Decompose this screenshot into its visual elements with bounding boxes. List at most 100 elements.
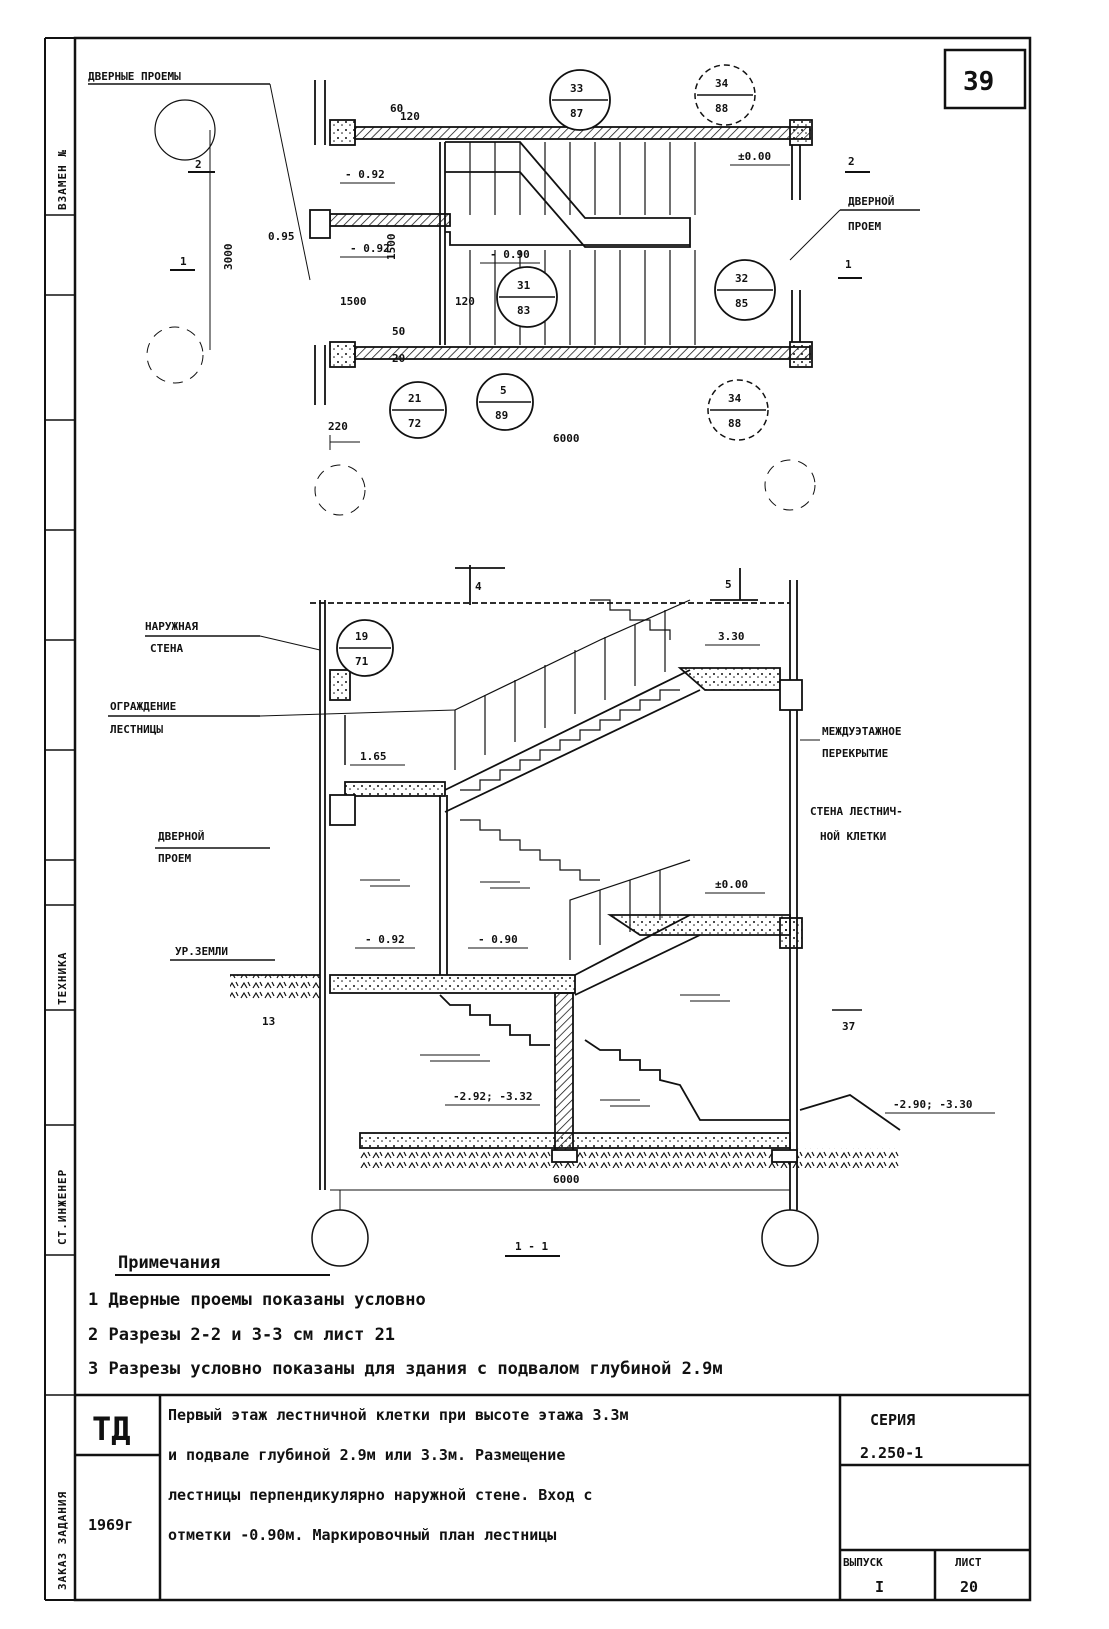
- plan-dim-220: 220: [328, 420, 348, 433]
- plan-callout-34-88-top: 34 88: [694, 64, 756, 126]
- issue-value: I: [875, 1578, 884, 1596]
- plan-section-1-right: 1: [845, 258, 852, 271]
- label-floor-slab-2: ПЕРЕКРЫТИЕ: [822, 747, 888, 760]
- label-railing-1: ОГРАЖДЕНИЕ: [110, 700, 176, 713]
- sheet-number-box: [943, 48, 1027, 110]
- plan-dim-120b: 120: [455, 295, 475, 308]
- svg-text:19: 19: [355, 630, 368, 643]
- plan-label-door-right-2: ПРОЕМ: [848, 220, 881, 233]
- section-axis-5: 5: [725, 578, 732, 591]
- section-axis-circle-right: [761, 1209, 819, 1267]
- plan-callout-32-85: 32 85: [714, 259, 776, 321]
- label-outer-wall-2: СТЕНА: [150, 642, 183, 655]
- title-org: ТД: [92, 1410, 131, 1448]
- plan-axis-circle-top-left: [154, 99, 216, 161]
- svg-text:31: 31: [517, 279, 531, 292]
- plan-dim-3000: 3000: [222, 244, 235, 271]
- svg-text:89: 89: [495, 409, 508, 422]
- plan-treads: [469, 142, 696, 345]
- section-railings: [454, 599, 691, 960]
- plan-axis-circle-bottom-right: [764, 459, 816, 511]
- label-stair-wall-2: НОЙ КЛЕТКИ: [820, 830, 886, 843]
- title-line-1: Первый этаж лестничной клетки при высоте…: [168, 1406, 629, 1424]
- plan-level-095: 0.95: [268, 230, 295, 243]
- plan-dim-60: 60: [390, 102, 403, 115]
- sheet-value: 20: [960, 1578, 978, 1596]
- note-2: 2 Разрезы 2-2 и 3-3 см лист 21: [88, 1325, 395, 1345]
- section-level-165: 1.65: [360, 750, 387, 763]
- section-level-basement: -2.92; -3.32: [453, 1090, 532, 1103]
- label-stair-wall-1: СТЕНА ЛЕСТНИЧ-: [810, 805, 903, 818]
- svg-text:87: 87: [570, 107, 583, 120]
- label-door-1: ДВЕРНОЙ: [158, 830, 204, 843]
- series-label: СЕРИЯ: [870, 1411, 915, 1429]
- side-strip-dividers: [45, 214, 75, 1396]
- title-year: 1969г: [88, 1516, 133, 1534]
- title-line-2: и подвале глубиной 2.9м или 3.3м. Размещ…: [168, 1446, 565, 1464]
- section-level-000: ±0.00: [715, 878, 748, 891]
- plan-callout-21-72: 21 72: [389, 381, 447, 439]
- section-title: 1 - 1: [515, 1240, 548, 1253]
- section-level-outside: -2.90; -3.30: [893, 1098, 972, 1111]
- plan-section-1-left: 1: [180, 255, 187, 268]
- svg-text:5: 5: [500, 384, 507, 397]
- plan-callout-31-83: 31 83: [496, 266, 558, 328]
- svg-text:85: 85: [735, 297, 748, 310]
- svg-text:33: 33: [570, 82, 583, 95]
- note-3: 3 Разрезы условно показаны для здания с …: [88, 1359, 723, 1379]
- plan-level-000: ±0.00: [738, 150, 771, 163]
- svg-text:88: 88: [728, 417, 741, 430]
- side-label-lower: ЗАКАЗ ЗАДАНИЯ: [56, 1491, 69, 1590]
- section-mark-13: 13: [262, 1015, 275, 1028]
- sheet-label: ЛИСТ: [955, 1556, 982, 1569]
- section-axis-circle-left: [311, 1209, 369, 1267]
- sheet-frame: [73, 36, 1032, 1602]
- section-level-090: - 0.90: [478, 933, 518, 946]
- label-door-2: ПРОЕМ: [158, 852, 191, 865]
- section-dim-6000: 6000: [553, 1173, 580, 1186]
- svg-text:34: 34: [728, 392, 742, 405]
- svg-text:34: 34: [715, 77, 729, 90]
- label-railing-2: ЛЕСТНИЦЫ: [110, 723, 163, 736]
- side-label-engineer: СТ.ИНЖЕНЕР: [56, 1169, 69, 1245]
- plan-dim-1500: 1500: [385, 234, 398, 261]
- section-level-330: 3.30: [718, 630, 745, 643]
- plan-level-092-top: - 0.92: [345, 168, 385, 181]
- plan-section-2-left: 2: [195, 158, 202, 171]
- side-label-technician: ТЕХНИКА: [56, 952, 69, 1005]
- label-floor-slab-1: МЕЖДУЭТАЖНОЕ: [822, 725, 901, 738]
- plan-dim-1500b: 1500: [340, 295, 367, 308]
- issue-label: ВЫПУСК: [843, 1556, 883, 1569]
- notes-heading: Примечания: [118, 1253, 220, 1273]
- sheet-number: 39: [963, 67, 994, 97]
- series-value: 2.250-1: [860, 1444, 923, 1462]
- side-label-upper: ВЗАМЕН №: [56, 149, 69, 210]
- plan-section-2-right: 2: [848, 155, 855, 168]
- label-ground-level: УР.ЗЕМЛИ: [175, 945, 228, 958]
- plan-label-door-right-1: ДВЕРНОЙ: [848, 195, 894, 208]
- label-outer-wall-1: НАРУЖНАЯ: [145, 620, 198, 633]
- plan-callout-34-88-bottom: 34 88: [707, 379, 769, 441]
- title-line-3: лестницы перпендикулярно наружной стене.…: [168, 1486, 592, 1504]
- note-1: 1 Дверные проемы показаны условно: [88, 1290, 426, 1310]
- plan-axis-circle-mid-left: [146, 326, 204, 384]
- section-mark-37: 37: [842, 1020, 855, 1033]
- plan-axis-circle-bottom-left: [314, 464, 366, 516]
- svg-text:83: 83: [517, 304, 530, 317]
- svg-text:88: 88: [715, 102, 728, 115]
- stair-plan: [309, 80, 813, 405]
- svg-text:32: 32: [735, 272, 748, 285]
- svg-text:71: 71: [355, 655, 369, 668]
- svg-text:72: 72: [408, 417, 421, 430]
- title-line-4: отметки -0.90м. Маркировочный план лестн…: [168, 1526, 556, 1544]
- plan-label-door-openings: ДВЕРНЫЕ ПРОЕМЫ: [88, 70, 181, 83]
- title-block: [75, 1393, 1030, 1600]
- plan-callout-33-87: 33 87: [549, 69, 611, 131]
- plan-dim-120a: 120: [400, 110, 420, 123]
- plan-dim-20: 20: [392, 352, 405, 365]
- plan-dim-50: 50: [392, 325, 405, 338]
- section-callout-19-71: 19 71: [336, 619, 394, 677]
- plan-callout-5-89: 5 89: [476, 373, 534, 431]
- section-brick-marks: [360, 879, 730, 1107]
